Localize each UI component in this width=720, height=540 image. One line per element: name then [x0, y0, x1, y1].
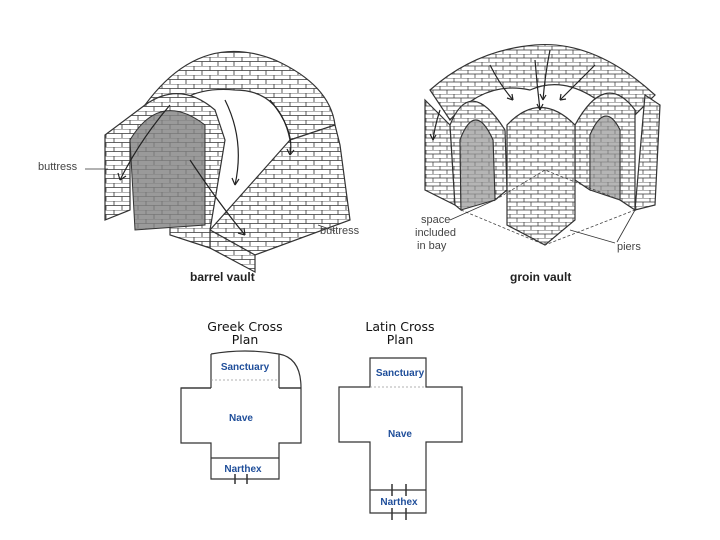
space-label-line2: included [415, 227, 456, 239]
piers-leader [570, 230, 615, 243]
groin-vault-illustration: space included in bay piers groin vault [395, 30, 695, 290]
greek-nave-label: Nave [229, 413, 253, 424]
greek-cross-title-line2: Plan [190, 333, 300, 346]
space-label-line3: in bay [417, 240, 447, 252]
barrel-vault-right-wall [210, 125, 350, 272]
space-label-line1: space [421, 214, 450, 226]
greek-sanctuary-label: Sanctuary [221, 362, 270, 373]
greek-cross-title: Greek Cross Plan [190, 320, 300, 346]
barrel-vault-caption: barrel vault [190, 270, 255, 284]
barrel-vault-illustration: buttress buttress barrel vault [30, 30, 370, 290]
latin-cross-plan: Sanctuary Nave Narthex [330, 350, 470, 525]
buttress-left-label: buttress [38, 161, 78, 173]
greek-narthex-label: Narthex [224, 464, 262, 475]
groin-vault-right-arch [575, 93, 660, 210]
greek-cross-plan: Sanctuary Nave Narthex [175, 350, 310, 490]
barrel-vault-front-face [105, 94, 225, 248]
piers-label: piers [617, 241, 641, 253]
latin-nave-label: Nave [388, 429, 412, 440]
groin-vault-left-arch [425, 100, 507, 210]
groin-vault-center-pier [507, 108, 575, 246]
latin-cross-title-line2: Plan [345, 333, 455, 346]
latin-sanctuary-label: Sanctuary [376, 368, 425, 379]
piers-leader-2 [617, 210, 635, 242]
latin-narthex-label: Narthex [380, 497, 418, 508]
latin-cross-title: Latin Cross Plan [345, 320, 455, 346]
groin-vault-caption: groin vault [510, 270, 571, 284]
buttress-right-label: buttress [320, 225, 360, 237]
